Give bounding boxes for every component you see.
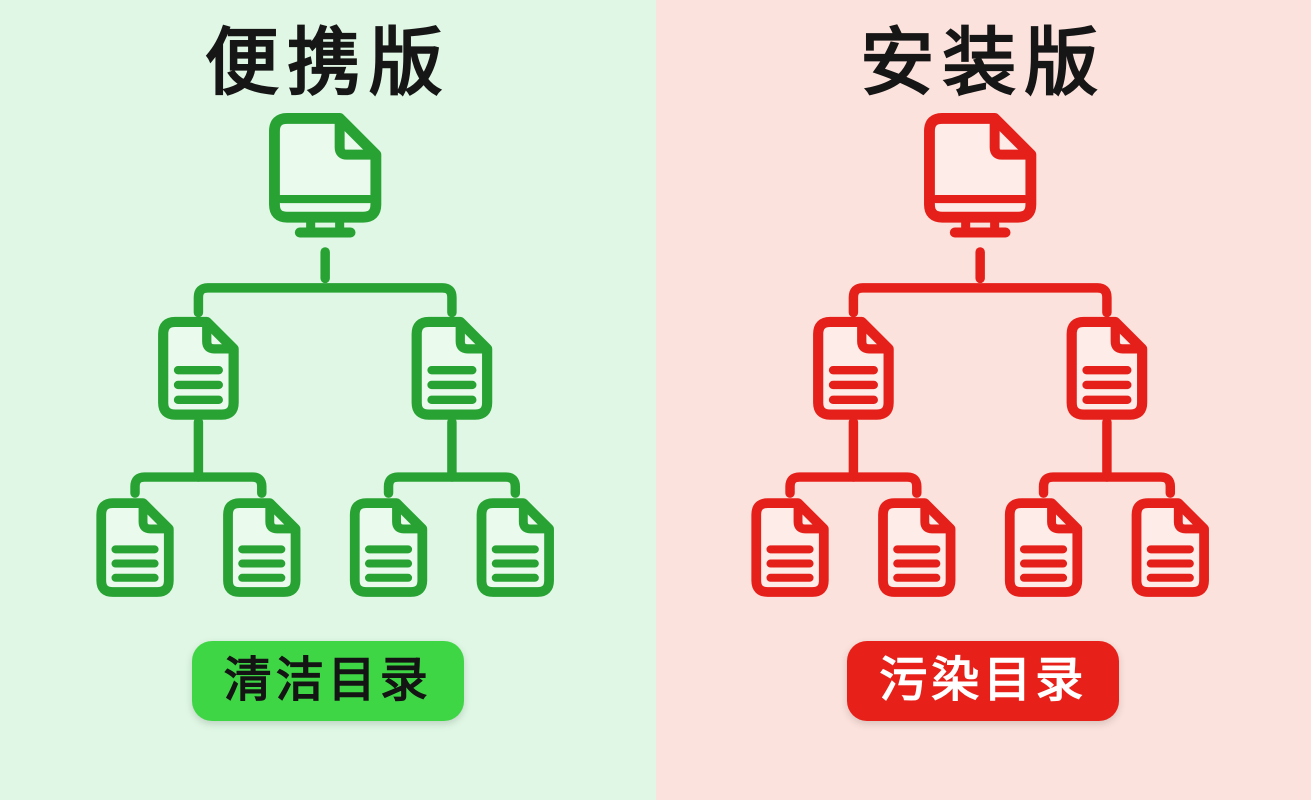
directory-tree [757, 119, 1205, 593]
directory-tree [101, 119, 549, 593]
clean-directory-badge: 清洁目录 [191, 641, 464, 721]
polluted-directory-tree-diagram [703, 111, 1263, 601]
panel-installed-version: 安装版 污染目录 [655, 0, 1311, 800]
panel-title-installed: 安装版 [860, 21, 1107, 104]
panel-title-portable: 便携版 [204, 21, 451, 104]
panel-portable-version: 便携版 清洁目录 [0, 0, 656, 800]
clean-directory-tree-diagram [48, 111, 608, 601]
polluted-directory-badge: 污染目录 [847, 641, 1120, 721]
